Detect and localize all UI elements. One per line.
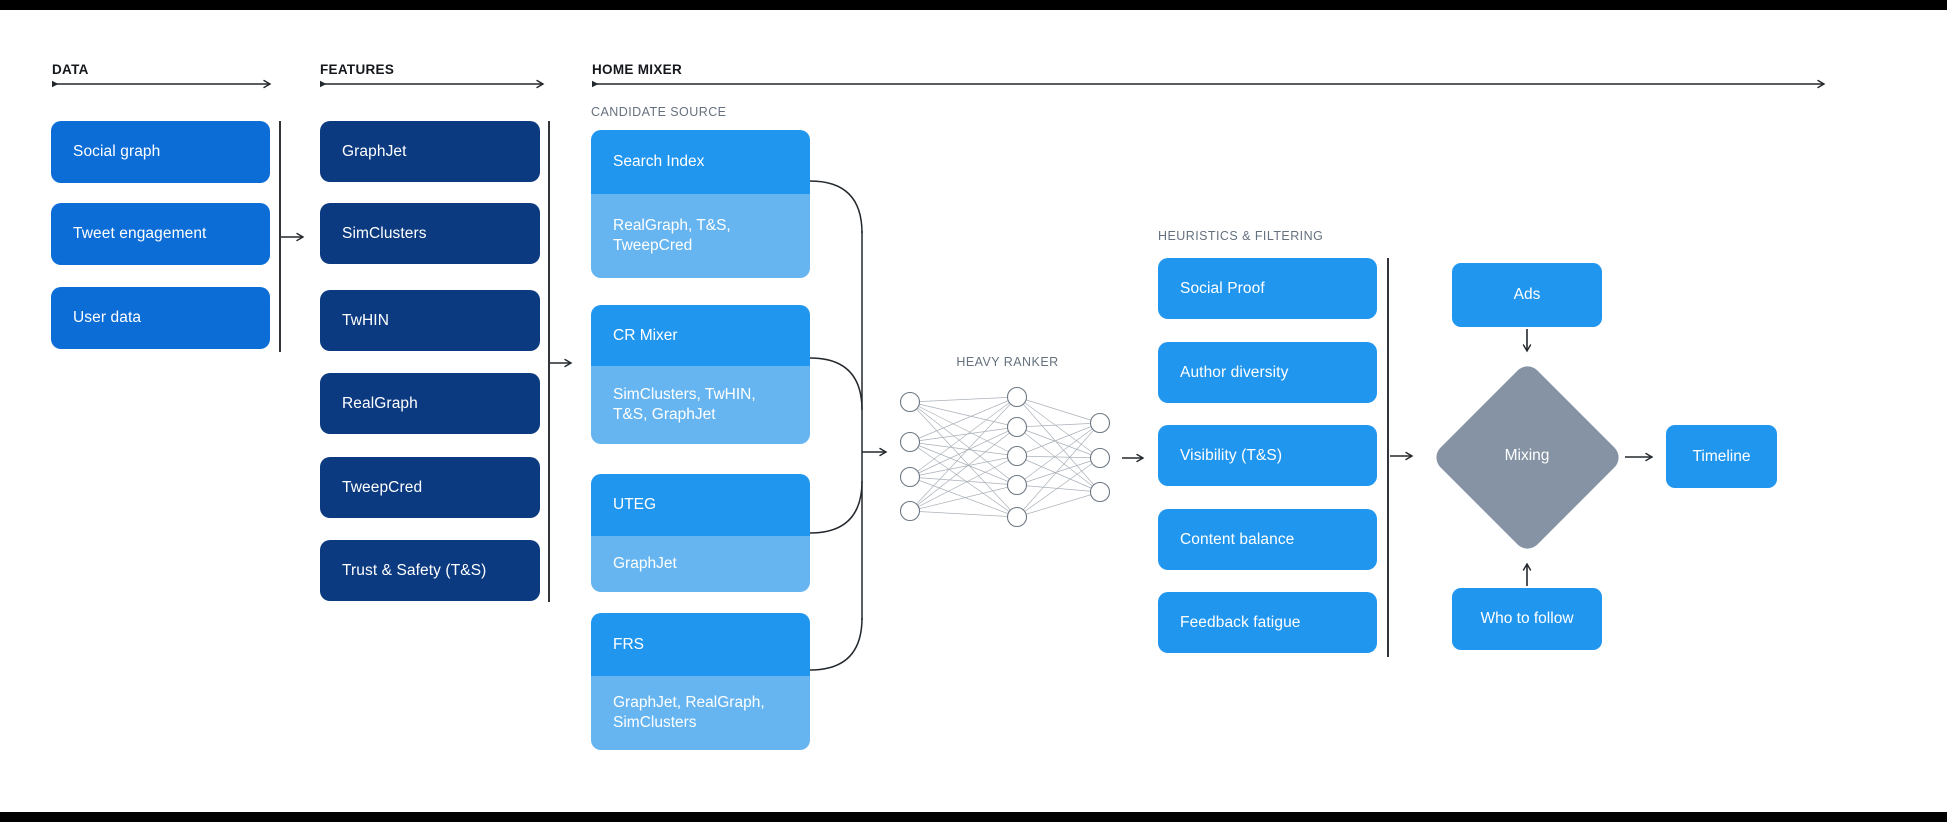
network-node (899, 500, 921, 522)
network-node (1006, 386, 1028, 408)
bottom-letterbox-bar (0, 812, 1947, 822)
candidate-title: UTEG (591, 474, 810, 536)
feature-box-trust-safety: Trust & Safety (T&S) (320, 540, 540, 601)
feature-box-realgraph: RealGraph (320, 373, 540, 434)
frs-connector (809, 617, 863, 671)
box-label: Tweet engagement (73, 225, 207, 242)
box-label: TwHIN (342, 311, 389, 329)
candidate-box-frs: FRS GraphJet, RealGraph, SimClusters (591, 613, 810, 750)
heuristic-box-feedback-fatigue: Feedback fatigue (1158, 592, 1377, 653)
data-box-social-graph: Social graph (51, 121, 270, 183)
uteg-connector (809, 480, 863, 534)
box-label: TweepCred (342, 478, 423, 496)
network-node (1089, 412, 1111, 434)
top-letterbox-bar (0, 0, 1947, 10)
data-section-header: DATA (52, 62, 89, 77)
box-label: User data (73, 309, 142, 326)
timeline-box: Timeline (1666, 425, 1777, 488)
heuristic-box-author-diversity: Author diversity (1158, 342, 1377, 403)
candidate-sources: GraphJet (591, 536, 810, 592)
candidate-box-uteg: UTEG GraphJet (591, 474, 810, 592)
network-node (1006, 474, 1028, 496)
network-node (1006, 416, 1028, 438)
who-to-follow-box: Who to follow (1452, 588, 1602, 650)
network-node (899, 391, 921, 413)
home-mixer-section-header: HOME MIXER (592, 62, 683, 77)
feature-box-graphjet: GraphJet (320, 121, 540, 182)
candidate-title: Search Index (591, 130, 810, 194)
box-label: SimClusters (342, 224, 427, 242)
box-label: Who to follow (1480, 610, 1574, 627)
candidate-title: CR Mixer (591, 305, 810, 366)
box-label: Social Proof (1180, 279, 1265, 297)
box-label: Timeline (1692, 447, 1751, 465)
data-box-user-data: User data (51, 287, 270, 349)
features-section-header: FEATURES (320, 62, 395, 77)
network-node (1006, 506, 1028, 528)
box-label: Ads (1513, 286, 1541, 303)
candidate-sources: RealGraph, T&S, TweepCred (591, 194, 810, 278)
candidate-source-label: CANDIDATE SOURCE (591, 105, 727, 119)
candidate-merge-bus (809, 180, 863, 671)
feature-box-twhin: TwHIN (320, 290, 540, 351)
search-index-connector (809, 180, 863, 234)
box-label: Author diversity (1180, 363, 1289, 381)
candidate-box-search-index: Search Index RealGraph, T&S, TweepCred (591, 130, 810, 278)
box-label: RealGraph (342, 394, 418, 412)
network-node (1089, 481, 1111, 503)
heuristic-box-content-balance: Content balance (1158, 509, 1377, 570)
box-label: Visibility (T&S) (1180, 446, 1283, 464)
heuristics-filtering-label: HEURISTICS & FILTERING (1158, 229, 1324, 243)
candidate-sources: SimClusters, TwHIN, T&S, GraphJet (591, 366, 810, 444)
heavy-ranker-network (899, 386, 1111, 528)
heuristic-box-visibility: Visibility (T&S) (1158, 425, 1377, 486)
candidate-sources: GraphJet, RealGraph, SimClusters (591, 676, 810, 750)
network-node (899, 466, 921, 488)
network-node (899, 431, 921, 453)
box-label: Feedback fatigue (1180, 613, 1301, 631)
box-label: Content balance (1180, 530, 1295, 548)
ads-box: Ads (1452, 263, 1602, 327)
data-box-tweet-engagement: Tweet engagement (51, 203, 270, 265)
heavy-ranker-label: HEAVY RANKER (956, 355, 1059, 369)
candidate-title: FRS (591, 613, 810, 676)
candidate-box-cr-mixer: CR Mixer SimClusters, TwHIN, T&S, GraphJ… (591, 305, 810, 444)
network-node (1006, 445, 1028, 467)
box-label: Trust & Safety (T&S) (342, 561, 487, 579)
feature-box-simclusters: SimClusters (320, 203, 540, 264)
box-label: Social graph (73, 143, 161, 160)
mixing-label: Mixing (1504, 447, 1550, 464)
box-label: GraphJet (342, 142, 407, 160)
network-node (1089, 447, 1111, 469)
heuristic-box-social-proof: Social Proof (1158, 258, 1377, 319)
cr-mixer-connector (809, 357, 863, 411)
feature-box-tweepcred: TweepCred (320, 457, 540, 518)
